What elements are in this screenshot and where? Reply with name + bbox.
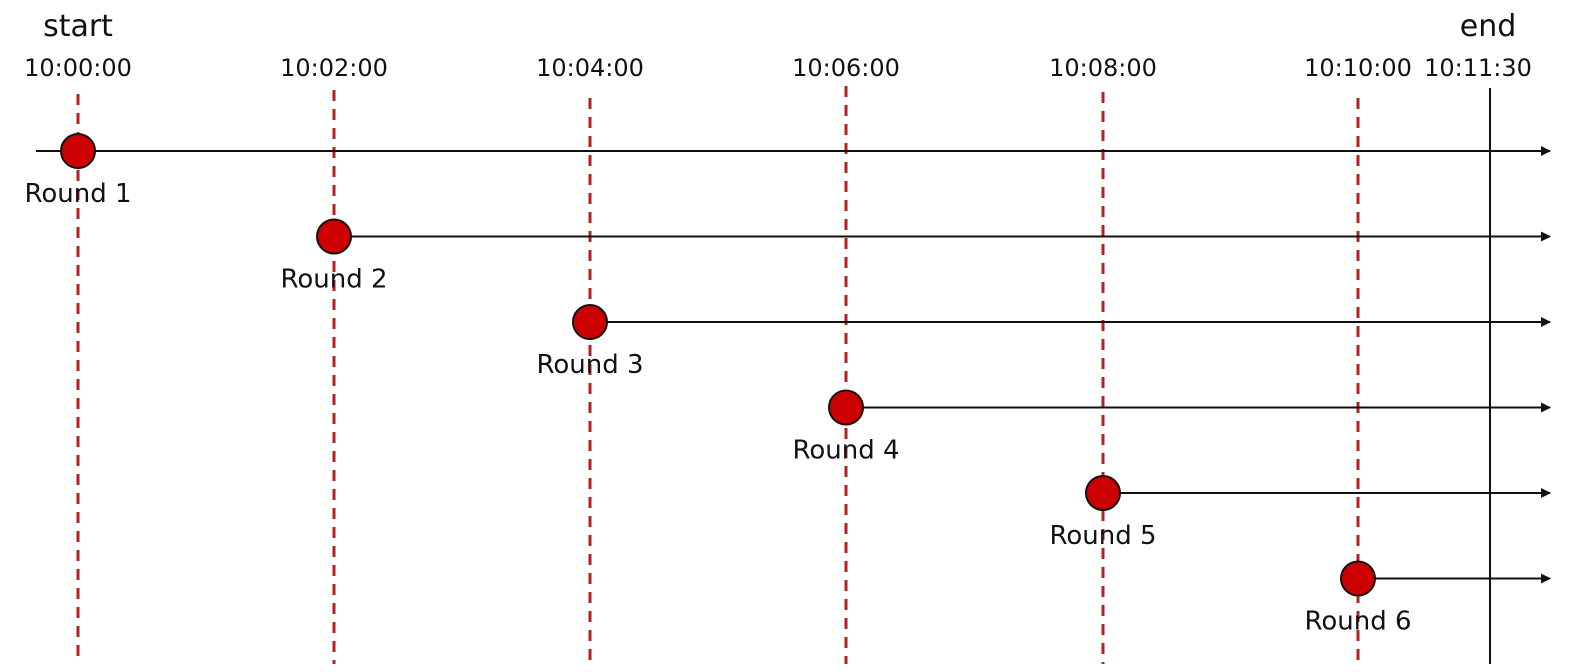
end-time-label: 10:11:30 [1424, 54, 1532, 82]
time-label: 10:06:00 [792, 54, 900, 82]
round-arrows [36, 146, 1551, 584]
round-marker [572, 304, 608, 340]
time-label: 10:00:00 [24, 54, 132, 82]
round-label: Round 4 [792, 436, 899, 466]
round-markers [60, 133, 1376, 597]
round-label: Round 1 [24, 179, 131, 209]
time-label: 10:04:00 [536, 54, 644, 82]
time-label: 10:08:00 [1049, 54, 1157, 82]
round-label: Round 6 [1304, 607, 1411, 637]
start-label: start [43, 9, 113, 44]
round-label: Round 2 [280, 265, 387, 295]
round-marker [60, 133, 96, 169]
round-marker [1085, 475, 1121, 511]
round-marker [1340, 560, 1376, 597]
round-label: Round 3 [536, 350, 643, 380]
time-labels: 10:00:00 10:02:00 10:04:00 10:06:00 10:08:00… [24, 54, 1412, 82]
end-label: end [1460, 9, 1517, 44]
round-label: Round 5 [1049, 521, 1156, 551]
round-labels: Round 1 Round 2 Round 3 Round 4 Round 5 Round… [24, 179, 1411, 637]
time-label: 10:02:00 [280, 54, 388, 82]
round-marker [828, 389, 864, 426]
round-marker [316, 218, 352, 255]
time-guide-lines [76, 86, 1360, 664]
time-label: 10:10:00 [1304, 54, 1412, 82]
